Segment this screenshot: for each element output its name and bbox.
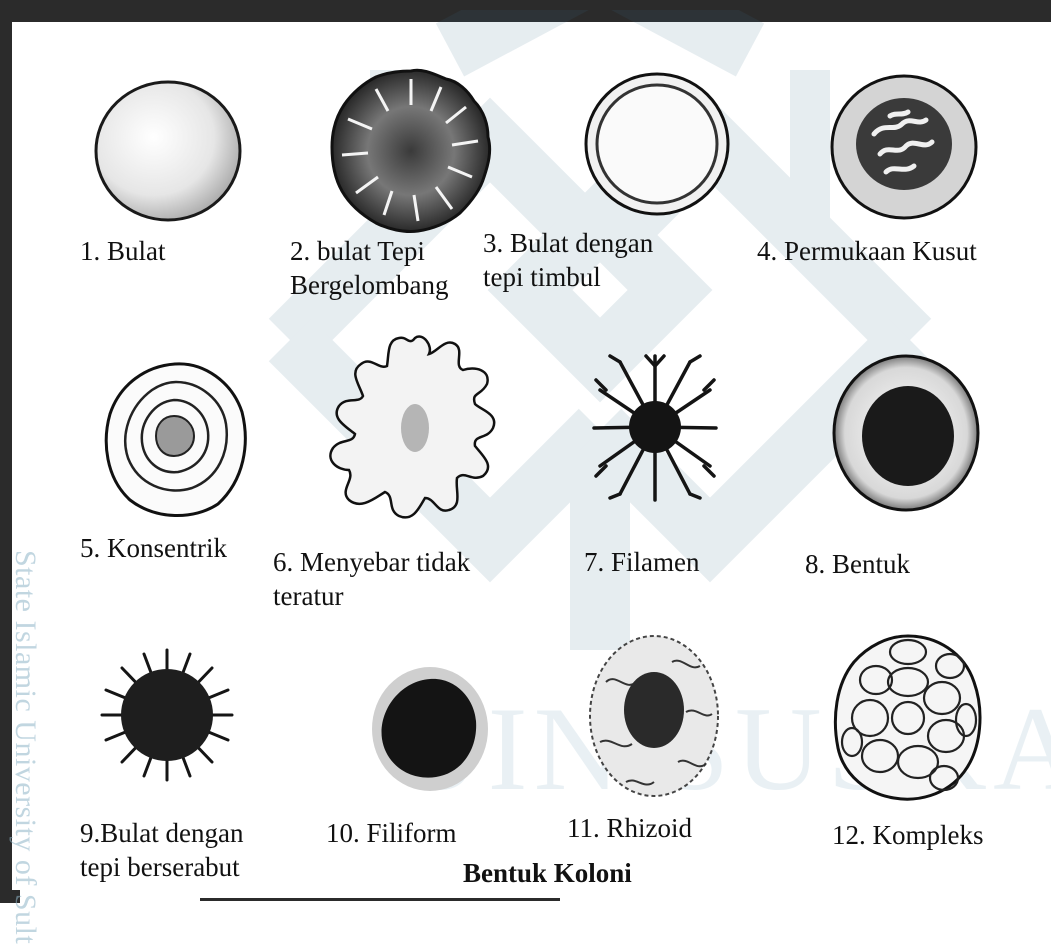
concentric-colony-icon — [100, 360, 250, 520]
filamentous-colony-icon — [592, 352, 718, 502]
raised-margin-colony-icon — [582, 70, 732, 218]
bottom-border-line — [200, 898, 560, 901]
filiform-colony-icon — [370, 665, 490, 793]
colony-caption: 12. Kompleks — [832, 818, 984, 852]
wrinkled-surface-colony-icon — [828, 72, 980, 222]
colony-caption: 9.Bulat dengan tepi berserabut — [80, 816, 243, 884]
colony-caption: 6. Menyebar tidak teratur — [273, 545, 470, 613]
complex-colony-icon — [832, 632, 984, 804]
dark-center-colony-icon — [830, 352, 982, 514]
colony-caption: 5. Konsentrik — [80, 531, 227, 565]
round-colony-icon — [92, 78, 244, 224]
fringed-margin-colony-icon — [100, 648, 234, 782]
colony-caption: 2. bulat Tepi Bergelombang — [290, 234, 448, 302]
top-border — [0, 0, 1051, 22]
undulate-margin-colony-icon — [328, 65, 494, 235]
irregular-spreading-colony-icon — [325, 330, 505, 522]
rhizoid-colony-icon — [586, 632, 722, 800]
figure-title: Bentuk Koloni — [463, 858, 632, 889]
colony-caption: 1. Bulat — [80, 234, 166, 268]
colony-caption: 8. Bentuk — [805, 547, 910, 581]
colony-caption: 10. Filiform — [326, 816, 457, 850]
colony-caption: 11. Rhizoid — [567, 811, 692, 845]
colony-caption: 7. Filamen — [584, 545, 700, 579]
colony-caption: 4. Permukaan Kusut — [757, 234, 977, 268]
colony-caption: 3. Bulat dengan tepi timbul — [483, 226, 653, 294]
side-watermark-text: State Islamic University of Sult — [8, 550, 42, 944]
